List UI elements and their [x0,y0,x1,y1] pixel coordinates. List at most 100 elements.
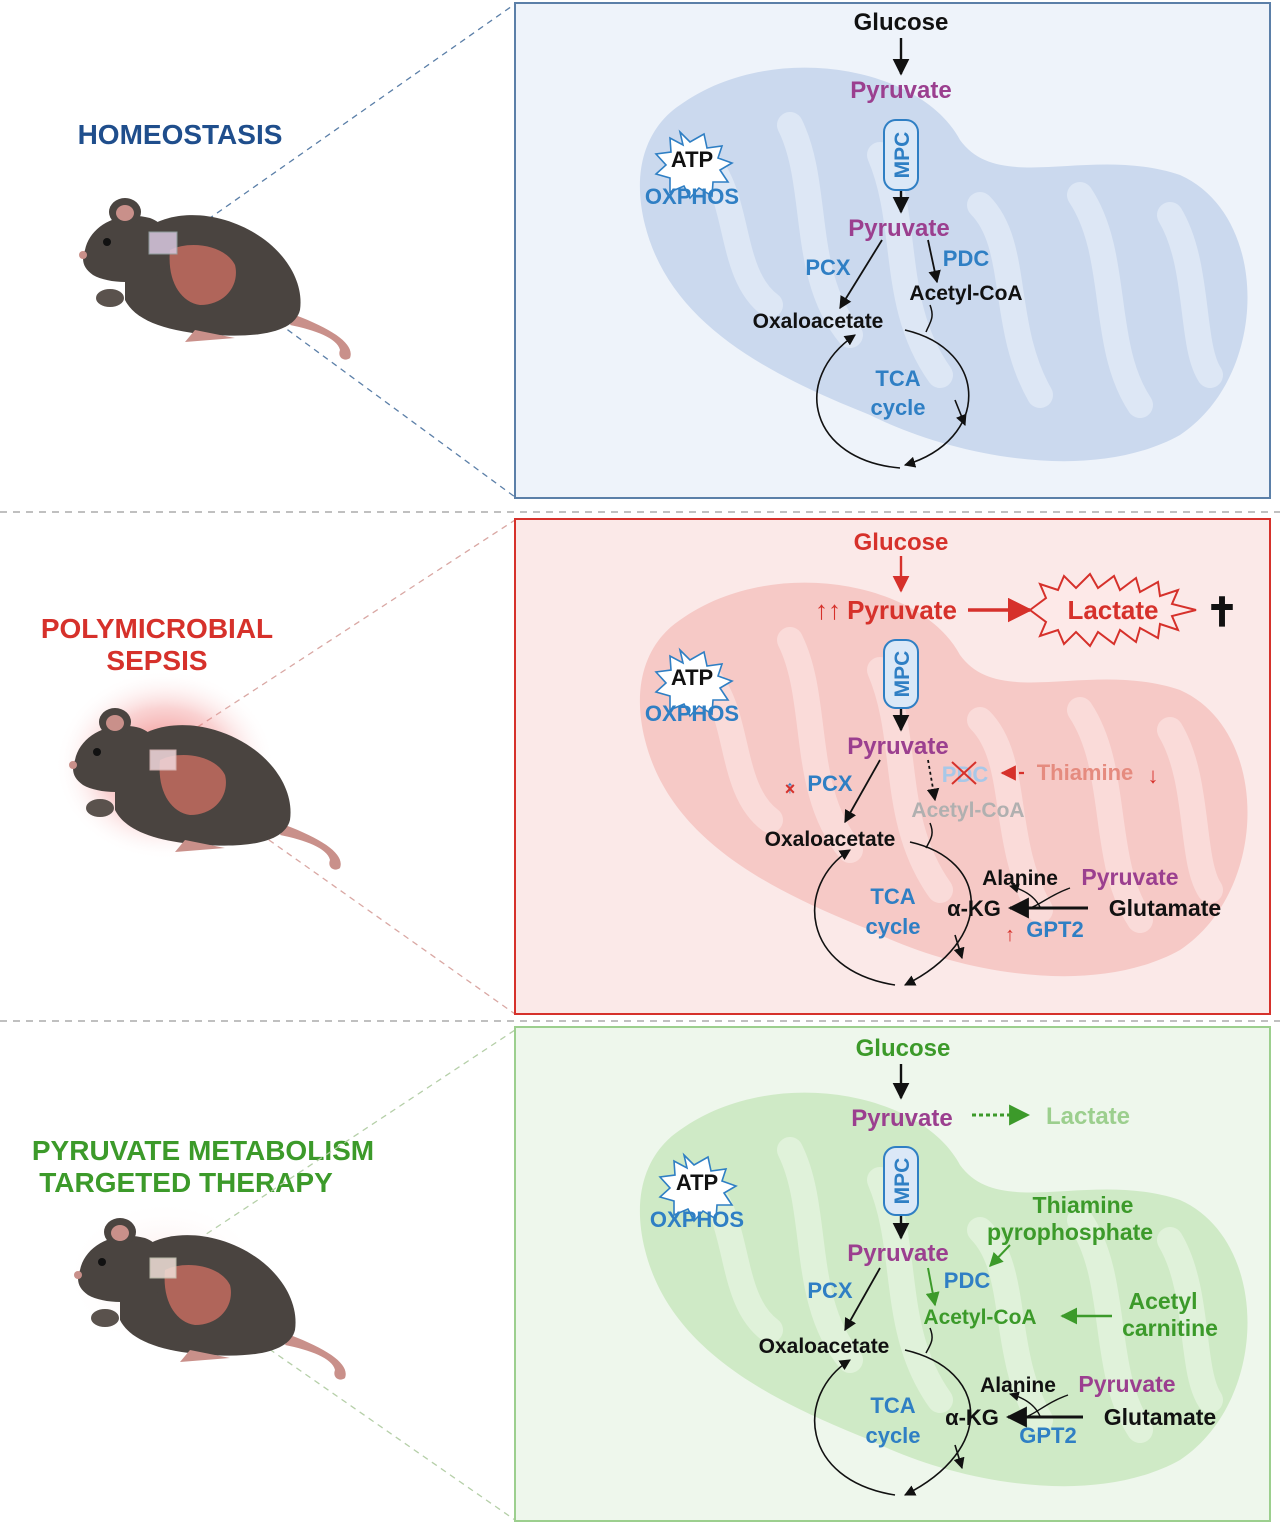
pcx-up-arrow: ↑ [786,777,795,797]
pdc-inhibited-x [951,761,977,785]
panel-sepsis: POLYMICROBIAL SEPSIS MPC ATP OXP [41,518,1271,1015]
acetyl-coa-label: Acetyl-CoA [911,799,1024,822]
arrow-alanine-out [1009,1391,1041,1417]
oxaloacetate-label: Oxaloacetate [759,1335,890,1358]
tca-cycle-arrow [816,334,901,469]
tca-label-line1: TCA [870,884,915,909]
thiamine-label: Thiamine [1037,760,1134,785]
oxaloacetate-label: Oxaloacetate [753,310,884,333]
pyruvate-right-label: Pyruvate [1078,1371,1175,1397]
atp-label: ATP [671,147,713,172]
tca-cycle-arrow [813,849,896,986]
arrow-pyruvate-acetylcoa-impaired [926,759,940,802]
glucose-label: Glucose [854,529,949,556]
pyruvate-mito-label: Pyruvate [847,733,948,760]
pyruvate-mito-label: Pyruvate [847,1240,948,1267]
glutamate-label: Glutamate [1104,1404,1216,1430]
pyruvate-mito-label: Pyruvate [848,215,949,242]
gpt2-label: GPT2 [1026,917,1083,942]
acetyl-coa-label: Acetyl-CoA [909,282,1022,305]
lactate-label: Lactate [1046,1103,1130,1130]
tpp-label-line2: pyrophosphate [987,1219,1153,1245]
pyruvate-right-label: Pyruvate [1081,864,1178,890]
pcx-label: PCX [807,1278,853,1303]
glucose-label: Glucose [856,1035,951,1062]
pyruvate-cytosol-label: Pyruvate [851,1105,952,1132]
acetylcarnitine-label-line2: carnitine [1122,1315,1218,1341]
arrow-acetylcoa-join [925,1327,933,1354]
gpt2-increase-arrow: ↑ [1005,924,1015,946]
oxphos-label: OXPHOS [650,1207,744,1232]
alanine-label: Alanine [982,867,1058,890]
pyruvate-cytosol-label: Pyruvate [847,595,957,625]
pcx-label: PCX [805,255,851,280]
pyruvate-cytosol-label: Pyruvate [850,77,951,104]
arrow-pyruvate-oxaloacetate [839,239,883,310]
acetyl-coa-label: Acetyl-CoA [923,1306,1036,1329]
tca-label-line2: cycle [865,1423,920,1448]
mouse-illustration [74,1218,346,1380]
lactate-label: Lactate [1067,595,1158,625]
mouse-illustration [69,708,341,870]
tca-label-line2: cycle [865,914,920,939]
pcx-label: PCX [807,771,853,796]
atp-burst-icon [658,1152,738,1223]
arrow-pyruvate-acetylcoa [927,239,941,284]
arrow-pyruvate-alanine-in [1027,1394,1069,1417]
oxaloacetate-label: Oxaloacetate [765,828,896,851]
arrow-pyruvate-oxaloacetate [844,759,881,824]
arrow-pyruvate-oxaloacetate [844,1267,881,1332]
mpc-transporter [883,639,919,709]
arrow-pyruvate-alanine-in [1029,887,1071,909]
glutamate-label: Glutamate [1109,895,1221,921]
mpc-transporter [883,119,919,191]
alpha-kg-label: α-KG [945,1405,999,1430]
pdc-label: PDC [944,1268,991,1293]
pcx-blocked-x: × [785,779,796,799]
tca-cycle-arrow [813,1359,896,1496]
tca-cycle-arrow [953,1444,965,1470]
zoom-line [189,3,516,233]
tca-cycle-arrow [903,329,970,468]
death-cross-icon: ✝ [1205,591,1239,635]
alpha-kg-label: α-KG [947,896,1001,921]
mpc-label: MPC [891,651,914,698]
tca-cycle-arrow [953,934,965,960]
acetylcarnitine-label-line1: Acetyl [1128,1288,1197,1314]
gpt2-label: GPT2 [1019,1423,1076,1448]
atp-label: ATP [671,665,713,690]
oxphos-label: OXPHOS [645,184,739,209]
mouse-illustration [79,198,351,360]
atp-burst-icon [654,129,734,200]
alanine-label: Alanine [980,1374,1056,1397]
tca-label-line2: cycle [870,395,925,420]
oxphos-label: OXPHOS [645,701,739,726]
tpp-label-line1: Thiamine [1033,1192,1134,1218]
mpc-label: MPC [891,1158,914,1205]
lactate-burst-icon [1028,572,1197,648]
arrow-acetylcoa-join [925,822,933,849]
glucose-label: Glucose [854,9,949,36]
pyruvate-increase-arrows: ↑↑ [815,595,841,625]
mpc-transporter [883,1146,919,1216]
tca-label-line1: TCA [870,1393,915,1418]
panel-title: HOMEOSTASIS [78,119,283,150]
thiamine-decrease-arrow: ↓ [1148,763,1159,788]
tca-cycle-arrow [954,399,967,427]
arrow-alanine-out [1009,883,1041,908]
panel-therapy: PYRUVATE METABOLISM TARGETED THERAPY MPC [32,1026,1271,1522]
panel-title-line1: PYRUVATE METABOLISM [32,1135,374,1166]
arrow-pyruvate-acetylcoa [925,1267,940,1307]
panel-title-line1: POLYMICROBIAL [41,613,273,644]
arrow-acetylcoa-join [925,304,933,333]
panel-title-line2: TARGETED THERAPY [39,1167,333,1198]
mpc-label: MPC [891,132,914,179]
atp-label: ATP [676,1170,718,1195]
arrow-tpp-pdc [989,1244,1011,1268]
atp-burst-icon [654,647,734,718]
panel-homeostasis: HOMEOSTASIS MPC ATP OXPHOS Glucose [78,2,1271,499]
tca-cycle-arrow [903,1349,972,1496]
tca-label-line1: TCA [875,366,920,391]
pdc-label: PDC [943,246,990,271]
